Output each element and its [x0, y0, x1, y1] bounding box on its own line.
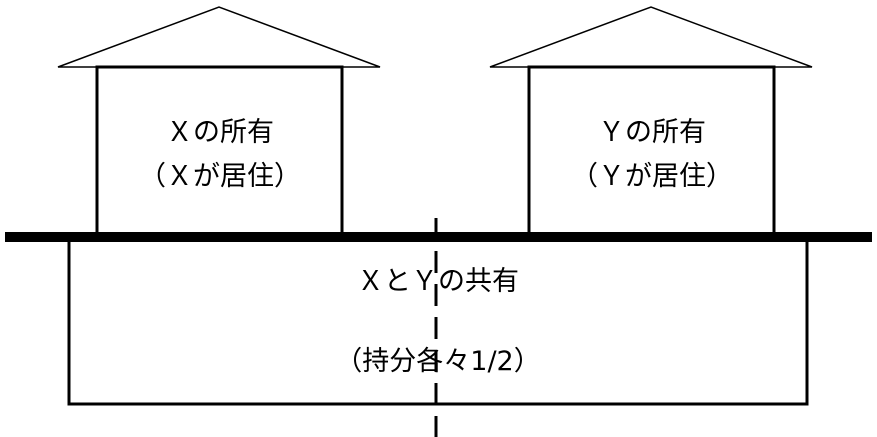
shared-land-title: ＸとＹの共有	[357, 266, 519, 297]
house-x: Ｘの所有 （Ｘが居住）	[57, 6, 381, 239]
house-y-subtitle: （Ｙが居住）	[571, 161, 733, 192]
house-x-title: Ｘの所有	[166, 117, 274, 148]
house-x-body	[95, 65, 344, 239]
house-x-roof	[57, 6, 381, 68]
house-y: Ｙの所有 （Ｙが居住）	[489, 6, 813, 239]
house-x-subtitle: （Ｘが居住）	[139, 161, 301, 192]
house-y-roof	[489, 6, 813, 68]
house-y-title: Ｙの所有	[598, 117, 706, 148]
shared-land-share-note: （持分各々1/2）	[335, 346, 540, 377]
house-y-body	[527, 65, 776, 239]
shared-land: ＸとＹの共有 （持分各々1/2）	[67, 236, 809, 406]
shared-land-parcel	[67, 236, 809, 406]
